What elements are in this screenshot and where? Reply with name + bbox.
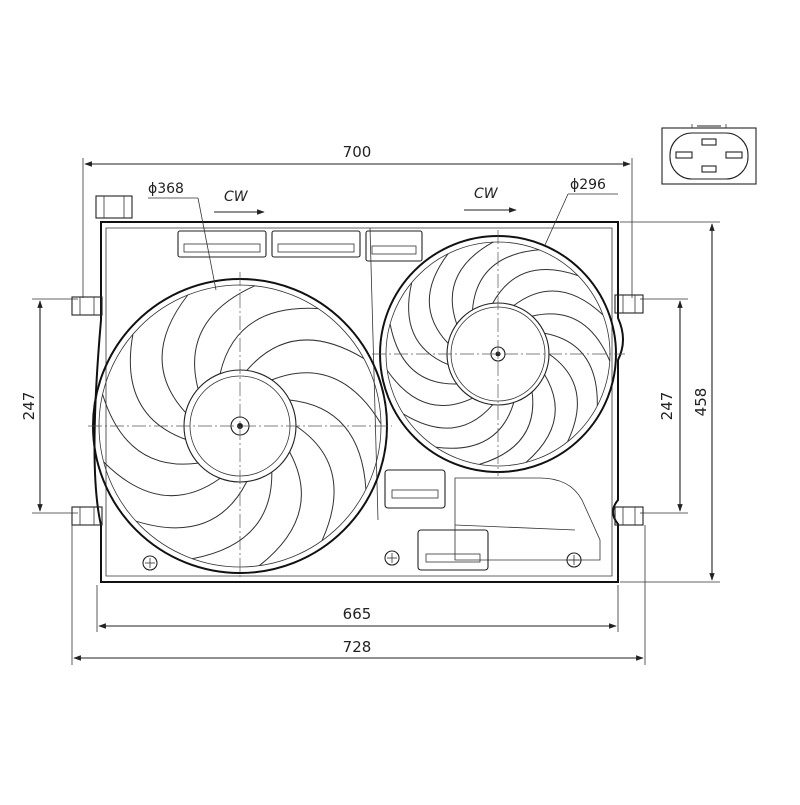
fan-left-blades: [102, 285, 382, 567]
fan-right-rotation: CW: [464, 186, 517, 213]
fan-right-blades: [386, 241, 611, 465]
fan-left-rotation-label: CW: [224, 189, 249, 205]
fan-left-blade: [135, 481, 248, 529]
fan-right-blade: [525, 374, 556, 463]
dimension-700: 700: [82, 143, 633, 298]
fan-left-blade: [246, 339, 364, 371]
connector-pin-2: [701, 138, 717, 146]
dimension-665: 665: [96, 585, 619, 632]
fan-right-blade: [513, 290, 604, 316]
fan-right-blade: [386, 370, 473, 406]
fan-left-diameter-label: ϕ368: [148, 181, 184, 197]
fan-right: [372, 230, 625, 476]
screw-left: [142, 555, 158, 571]
fan-right-blade: [428, 253, 449, 344]
fan-left-blade: [103, 461, 221, 497]
fan-left-blade: [102, 394, 199, 465]
fan-right-blade: [436, 402, 515, 449]
dimension-728-label: 728: [343, 638, 372, 656]
connector-pin-3: [725, 151, 743, 159]
fan-right-blade: [544, 332, 598, 406]
fan-right-blade: [548, 353, 578, 442]
fan-right-blade: [472, 249, 540, 310]
dimension-247-right-label: 247: [658, 392, 676, 421]
fan-left-blade: [219, 307, 319, 374]
dimension-458: 458: [620, 221, 720, 583]
fan-right-blade: [451, 241, 494, 325]
mount-bolt-bottom-right: [614, 506, 644, 526]
connector-pin-1: [675, 151, 693, 159]
top-slots: [177, 230, 489, 571]
electrical-connector: [661, 124, 757, 185]
dimension-247-left-label: 247: [20, 392, 38, 421]
dimension-247-right: 247: [640, 298, 688, 514]
fan-right-blade: [492, 269, 579, 304]
fan-left-rotation: CW: [214, 189, 265, 215]
dimension-665-label: 665: [343, 605, 372, 623]
fan-left-blade: [129, 334, 186, 440]
fan-right-blade: [479, 391, 534, 465]
dimension-728: 728: [71, 525, 646, 665]
mount-bolt-top-left: [71, 296, 103, 316]
dimension-700-label: 700: [343, 143, 372, 161]
dimension-247-left: 247: [20, 298, 78, 514]
shroud-frame: [93, 221, 624, 583]
dimension-458-label: 458: [692, 388, 710, 417]
fan-right-blade: [389, 323, 457, 385]
fan-right-blade: [408, 282, 449, 366]
fan-left-blade: [271, 372, 382, 424]
fan-right-diameter-callout: ϕ296: [544, 177, 618, 246]
fan-left-blade: [194, 285, 255, 390]
fan-right-blade: [531, 313, 611, 362]
fan-right-blade: [403, 404, 494, 429]
fan-left-diameter-callout: ϕ368: [148, 181, 217, 291]
fan-left-blade: [192, 472, 273, 560]
fan-left-blade: [161, 294, 189, 413]
fan-left-blade: [289, 399, 367, 490]
fan-left-blade: [295, 425, 335, 541]
cable-clip: [95, 195, 133, 219]
fan-right-rotation-label: CW: [474, 186, 499, 202]
fan-left-blade: [258, 451, 302, 567]
mount-bolt-top-right: [614, 294, 644, 314]
screw-middle: [384, 550, 400, 566]
fan-left: [88, 272, 392, 580]
fan-right-diameter-label: ϕ296: [570, 177, 606, 193]
mount-bolt-bottom-left: [71, 506, 103, 526]
screw-right: [566, 552, 582, 568]
